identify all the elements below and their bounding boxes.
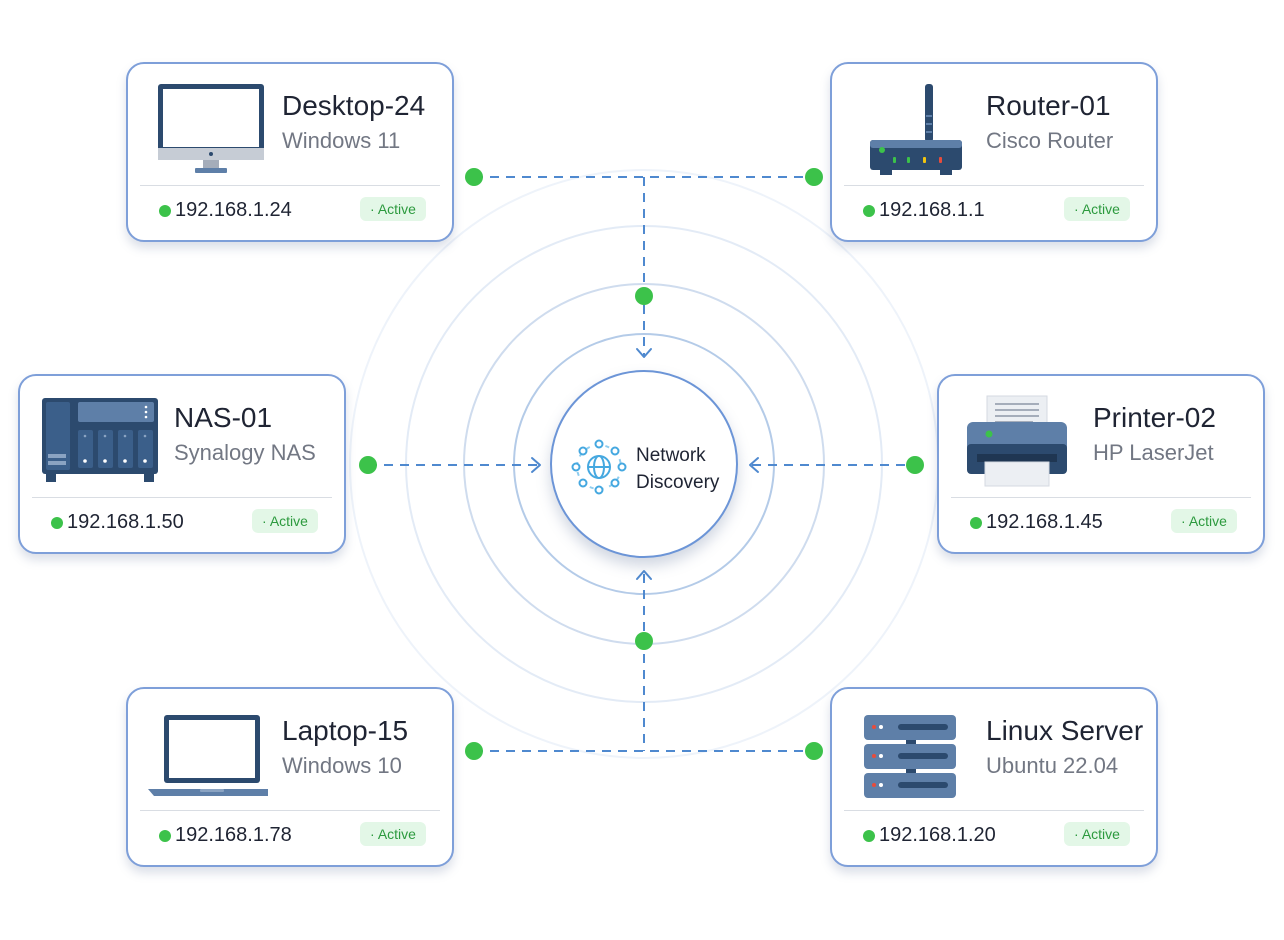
- arrow-up-icon: [636, 570, 652, 580]
- status-text: Active: [1081, 201, 1120, 217]
- device-os: Windows 10: [282, 753, 402, 778]
- node-bottom-axis: [635, 632, 653, 650]
- status-text: Active: [269, 513, 308, 529]
- status-badge: · Active: [1064, 197, 1130, 221]
- hub-label: Network Discovery: [636, 442, 736, 496]
- router-icon: [870, 84, 962, 175]
- nas-icon: [42, 398, 158, 482]
- status-badge: · Active: [1064, 822, 1130, 846]
- device-card-router[interactable]: Router-01 Cisco Router 192.168.1.1 · Act…: [830, 62, 1158, 242]
- arrow-down-icon: [636, 348, 652, 358]
- device-name: Printer-02: [1093, 402, 1216, 433]
- printer-icon: [967, 395, 1067, 487]
- device-ip: 192.168.1.45: [986, 511, 1103, 533]
- device-name: Router-01: [986, 90, 1111, 121]
- arrowheads: [531, 348, 759, 580]
- status-text: Active: [1081, 826, 1120, 842]
- online-status-dot: [863, 830, 875, 842]
- device-name: Linux Server: [986, 715, 1144, 746]
- monitor-icon: [158, 84, 264, 173]
- laptop-icon: [148, 715, 268, 796]
- device-card-printer[interactable]: Printer-02 HP LaserJet 192.168.1.45 · Ac…: [937, 374, 1265, 554]
- device-ip: 192.168.1.24: [175, 199, 292, 221]
- card-divider: [951, 497, 1251, 498]
- online-status-dot: [863, 205, 875, 217]
- arrow-left-icon: [749, 457, 759, 473]
- card-divider: [32, 497, 332, 498]
- status-badge: · Active: [360, 822, 426, 846]
- status-badge: · Active: [252, 509, 318, 533]
- network-globe-icon: [571, 439, 627, 495]
- card-divider: [140, 185, 440, 186]
- device-ip: 192.168.1.20: [879, 824, 996, 846]
- node-printer: [906, 456, 924, 474]
- node-server: [805, 742, 823, 760]
- status-text: Active: [377, 201, 416, 217]
- node-top-axis: [635, 287, 653, 305]
- card-divider: [140, 810, 440, 811]
- node-laptop: [465, 742, 483, 760]
- device-os: Synalogy NAS: [174, 440, 316, 465]
- device-ip: 192.168.1.50: [67, 511, 184, 533]
- connection-nodes: [359, 168, 924, 760]
- status-text: Active: [1188, 513, 1227, 529]
- device-name: Desktop-24: [282, 90, 426, 121]
- online-status-dot: [159, 205, 171, 217]
- hub-label-line1: Network: [636, 445, 706, 466]
- device-name: NAS-01: [174, 402, 273, 433]
- online-status-dot: [51, 517, 63, 529]
- hub-label-line2: Discovery: [636, 472, 720, 493]
- device-card-nas[interactable]: NAS-01 Synalogy NAS 192.168.1.50 · Activ…: [18, 374, 346, 554]
- device-card-laptop[interactable]: Laptop-15 Windows 10 192.168.1.78 · Acti…: [126, 687, 454, 867]
- card-divider: [844, 185, 1144, 186]
- device-os: Cisco Router: [986, 128, 1114, 153]
- node-router: [805, 168, 823, 186]
- server-icon: [864, 715, 956, 798]
- device-ip: 192.168.1.78: [175, 824, 292, 846]
- connectors: [368, 176, 915, 752]
- device-os: HP LaserJet: [1093, 440, 1214, 465]
- online-status-dot: [159, 830, 171, 842]
- status-badge: · Active: [1171, 509, 1237, 533]
- device-card-server[interactable]: Linux Server Ubuntu 22.04 192.168.1.20 ·…: [830, 687, 1158, 867]
- device-os: Ubuntu 22.04: [986, 753, 1119, 778]
- node-nas: [359, 456, 377, 474]
- device-ip: 192.168.1.1: [879, 199, 985, 221]
- online-status-dot: [970, 517, 982, 529]
- device-os: Windows 11: [282, 128, 401, 153]
- arrow-right-icon: [531, 457, 541, 473]
- node-desktop: [465, 168, 483, 186]
- network-discovery-hub[interactable]: Network Discovery: [550, 370, 738, 558]
- status-text: Active: [377, 826, 416, 842]
- device-name: Laptop-15: [282, 715, 409, 746]
- device-card-desktop[interactable]: Desktop-24 Windows 11 192.168.1.24 · Act…: [126, 62, 454, 242]
- card-divider: [844, 810, 1144, 811]
- status-badge: · Active: [360, 197, 426, 221]
